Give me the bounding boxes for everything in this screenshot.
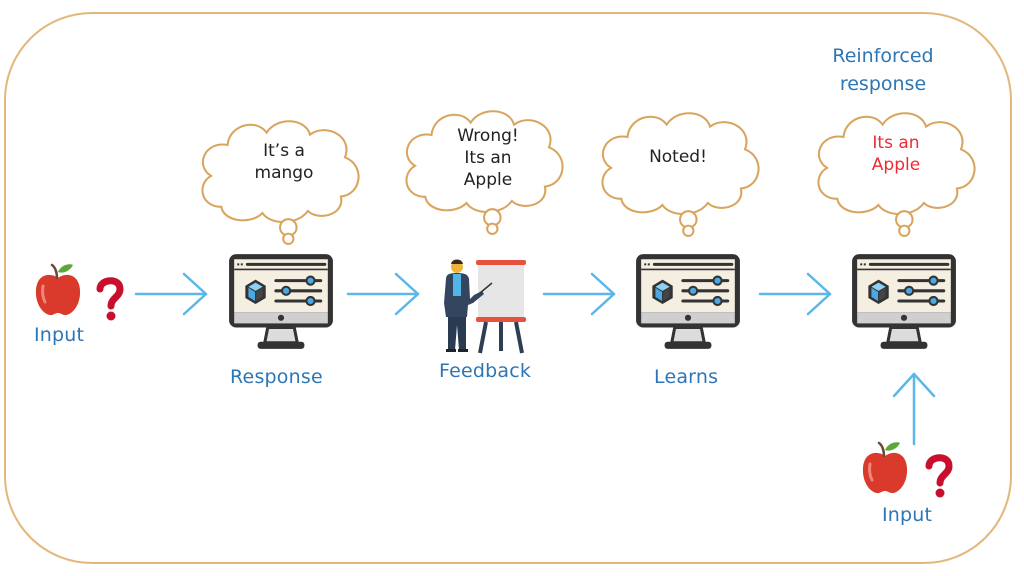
input-label: Input xyxy=(34,324,85,346)
thought-line: Its an xyxy=(872,133,920,153)
thought-line: mango xyxy=(254,163,314,183)
question-mark-icon xyxy=(95,275,125,321)
thought-cloud xyxy=(590,104,766,238)
thought-line: Apple xyxy=(871,155,921,175)
apple-icon xyxy=(33,262,83,318)
computer-monitor-icon xyxy=(225,250,337,352)
thought-line: Noted! xyxy=(649,147,707,167)
apple-icon xyxy=(860,440,910,496)
arrow-right-icon xyxy=(134,272,210,316)
arrow-up-icon xyxy=(892,372,936,446)
diagram-frame xyxy=(4,12,1012,564)
computer-monitor-icon xyxy=(848,250,960,352)
question-mark-icon xyxy=(924,452,954,498)
input-label: Input xyxy=(882,504,933,526)
stage-label-response: Response xyxy=(230,366,323,388)
thought-line: Wrong! xyxy=(457,126,519,146)
thought-line: It’s a xyxy=(263,141,305,161)
stage-label-feedback: Feedback xyxy=(439,360,532,382)
thought-text: Wrong! Its an Apple xyxy=(440,125,536,191)
reinforced-response-title: Reinforced response xyxy=(818,42,948,98)
thought-line: Apple xyxy=(463,170,513,190)
thought-line: Its an xyxy=(464,148,512,168)
stage-label-learns: Learns xyxy=(654,366,719,388)
arrow-right-icon xyxy=(542,272,618,316)
thought-text: It’s a mango xyxy=(236,140,332,184)
presenter-whiteboard-icon xyxy=(444,259,526,354)
computer-monitor-icon xyxy=(632,250,744,352)
title-line: response xyxy=(839,73,927,95)
thought-text-highlight: Its an Apple xyxy=(848,132,944,176)
arrow-right-icon xyxy=(346,272,422,316)
thought-text: Noted! xyxy=(630,146,726,168)
arrow-right-icon xyxy=(758,272,834,316)
title-line: Reinforced xyxy=(832,45,934,67)
